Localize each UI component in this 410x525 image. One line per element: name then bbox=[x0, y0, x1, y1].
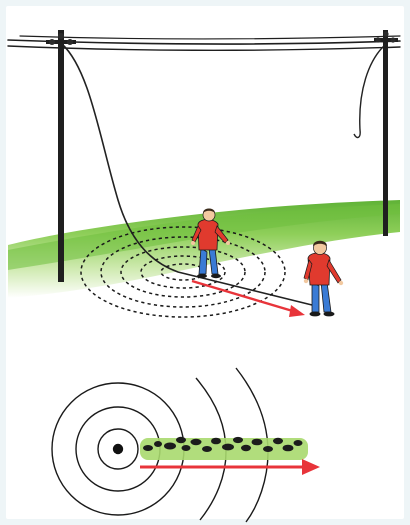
broken-wire-end bbox=[354, 44, 386, 137]
path-direction-arrow bbox=[140, 459, 320, 475]
source-point bbox=[113, 444, 123, 454]
